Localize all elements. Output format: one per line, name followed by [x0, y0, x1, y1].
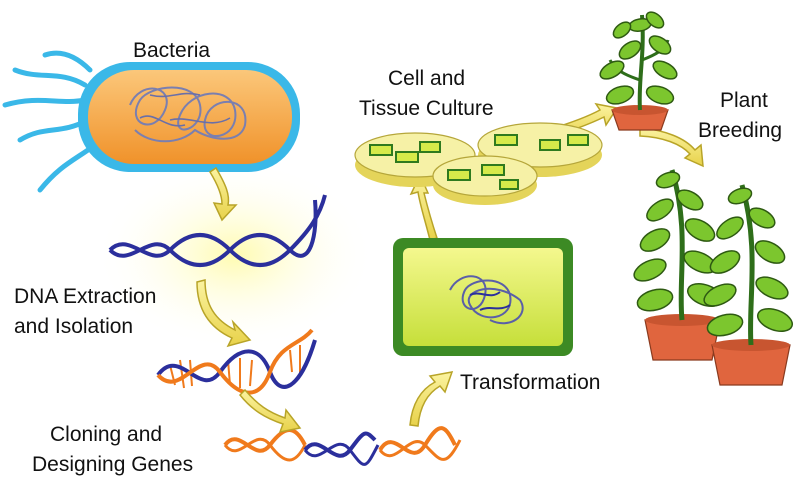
- transformed-cell-icon: [393, 238, 573, 356]
- plant-pot-icon: [703, 184, 794, 386]
- label-culture-line1: Cell and: [388, 67, 466, 90]
- dna-helix-icon: [223, 426, 462, 466]
- dna-helix-icon: [156, 328, 317, 395]
- label-breeding-line2: Breeding: [698, 119, 783, 142]
- petri-dish-icon: [477, 122, 603, 177]
- flow-arrow-icon: [196, 102, 704, 434]
- label-breeding-line1: Plant: [720, 89, 768, 112]
- label-cloning-line2: Designing Genes: [32, 453, 194, 476]
- dna-helix-icon: [108, 194, 327, 267]
- petri-dish-icon: [432, 155, 538, 205]
- label-dna-extraction-line1: DNA Extraction: [14, 285, 157, 308]
- label-dna-extraction-line2: and Isolation: [14, 315, 134, 338]
- label-culture-line2: Tissue Culture: [359, 97, 494, 120]
- plant-pot-icon: [599, 11, 678, 131]
- bacterium-icon: [2, 50, 300, 193]
- label-cloning-line1: Cloning and: [50, 423, 163, 446]
- label-bacteria: Bacteria: [133, 39, 211, 62]
- label-transformation: Transformation: [460, 371, 601, 394]
